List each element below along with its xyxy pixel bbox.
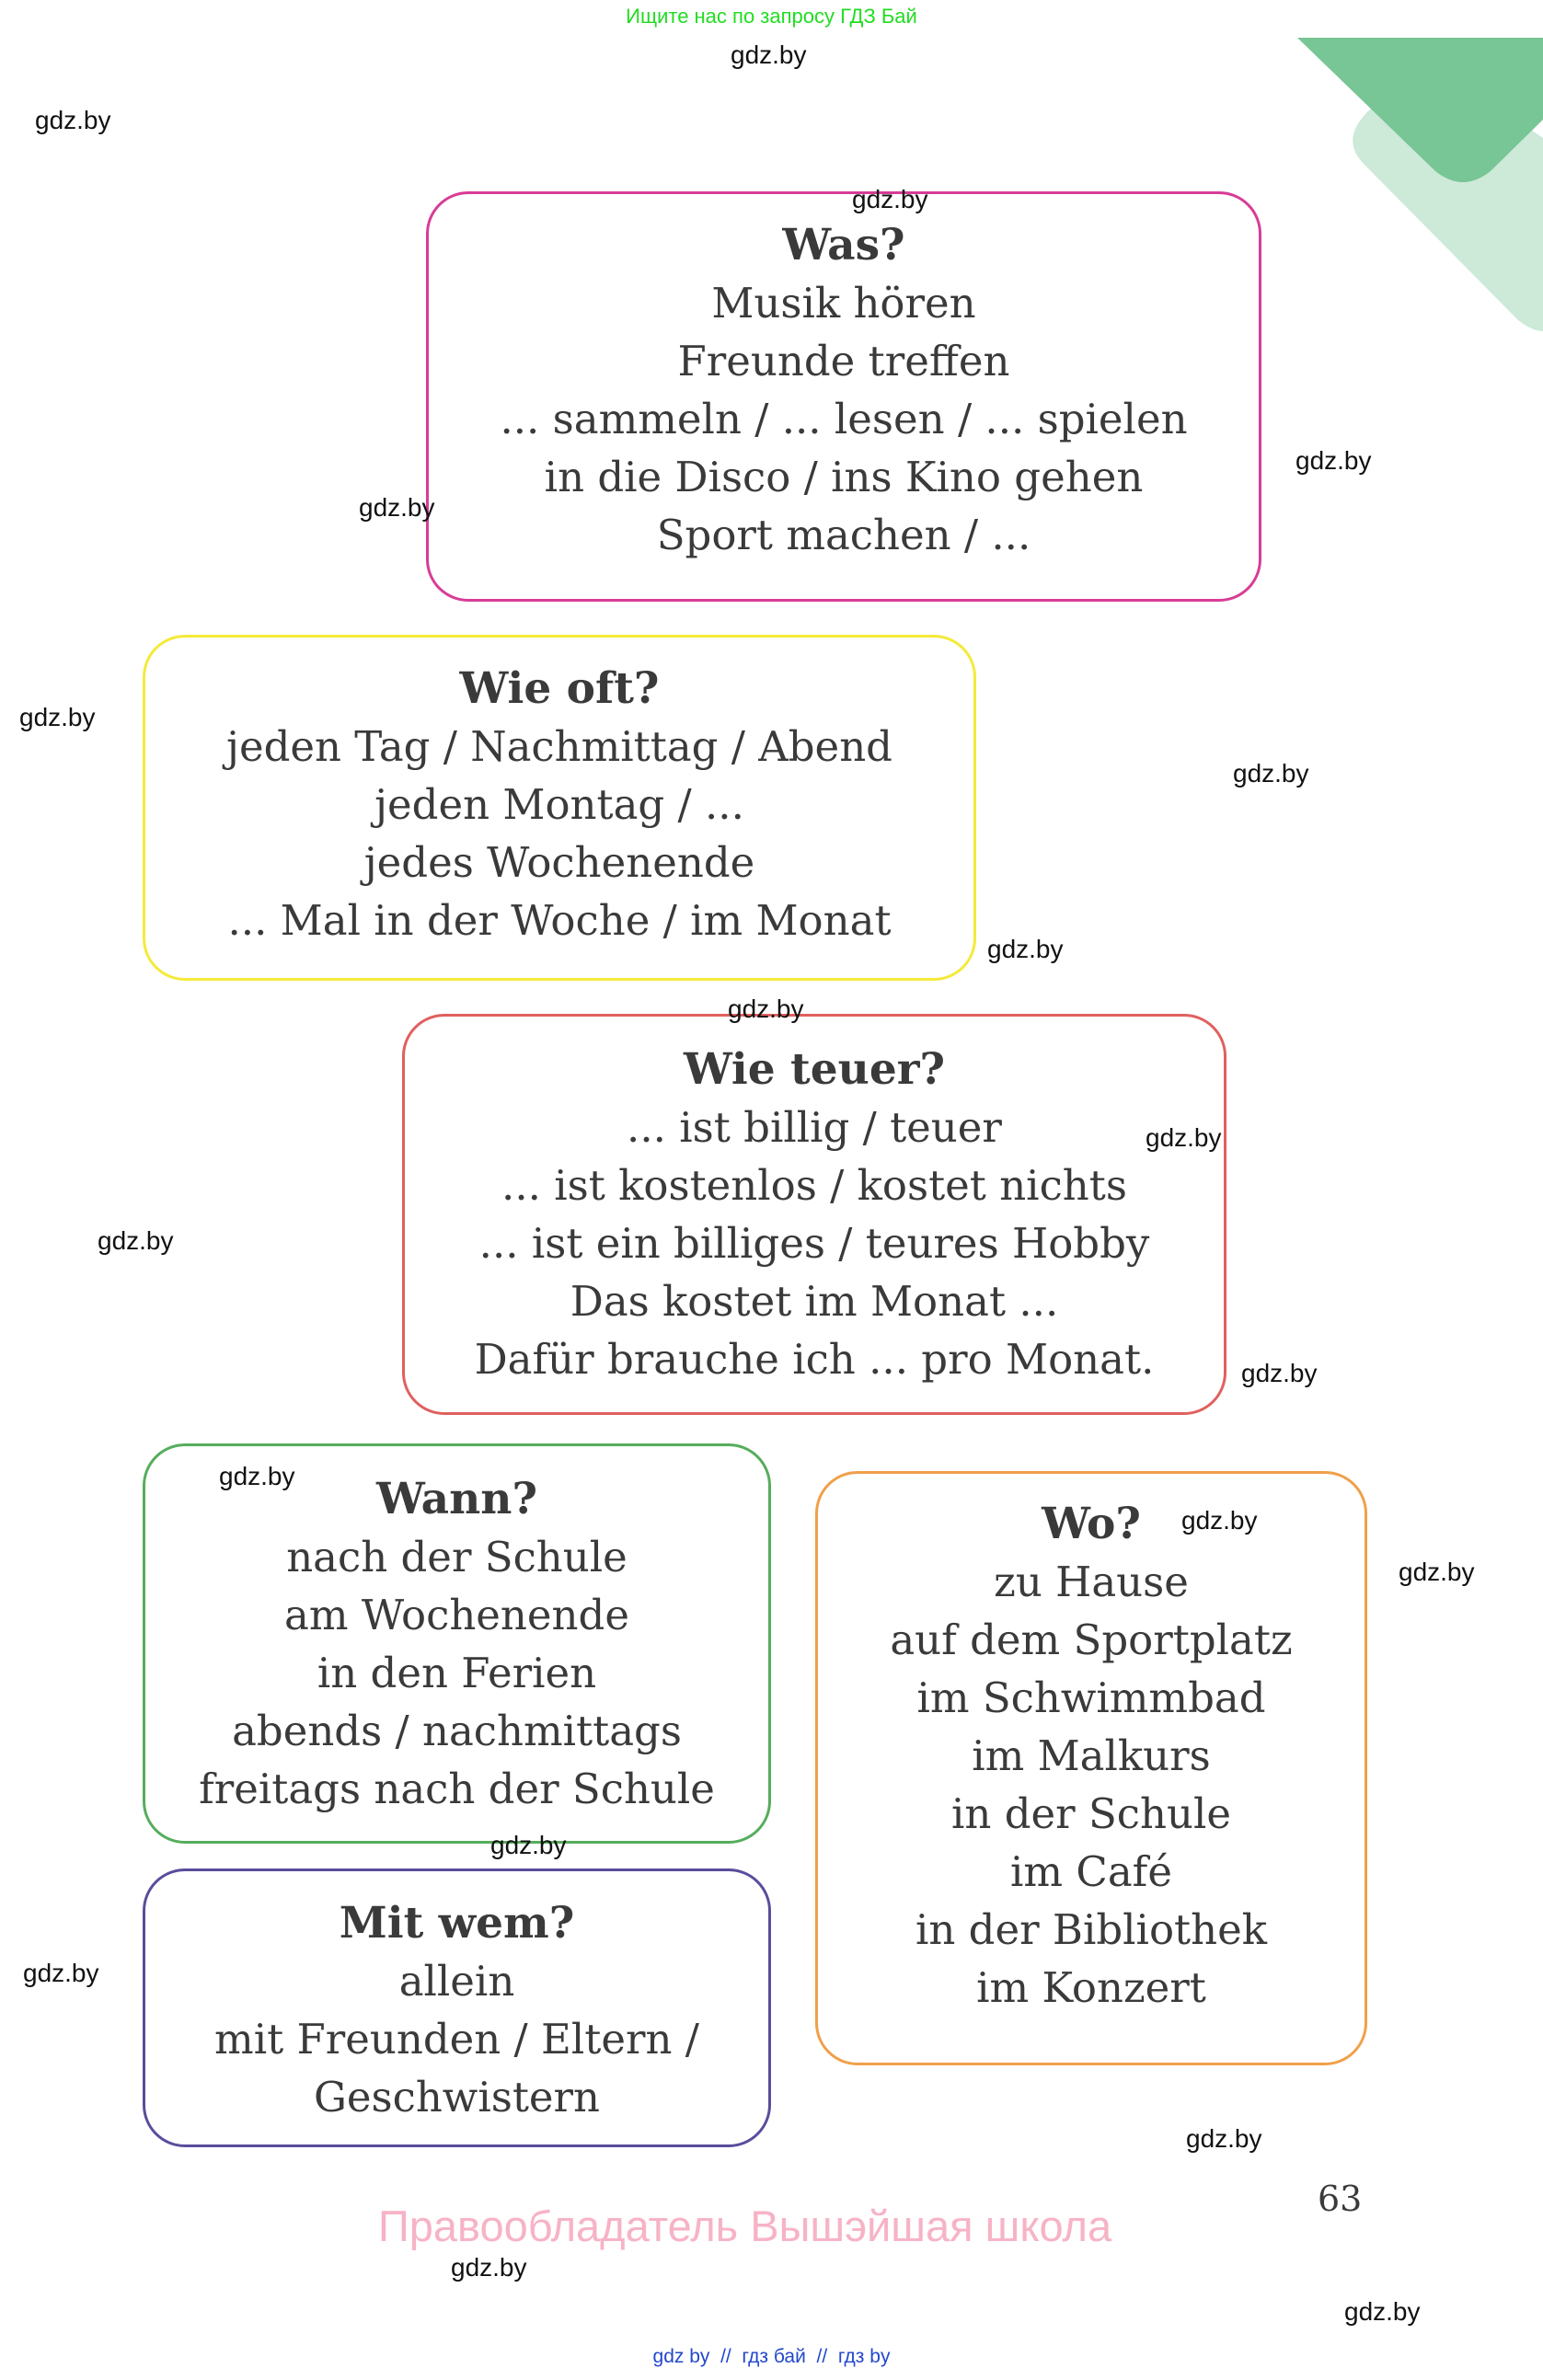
card-title: Mit wem?	[339, 1898, 575, 1949]
watermark: gdz.by	[1399, 1558, 1475, 1586]
watermark: gdz.by	[98, 1226, 174, 1255]
watermark: gdz.by	[19, 703, 96, 731]
card-title: Wo?	[1042, 1499, 1141, 1549]
light-green-shape	[1353, 64, 1543, 331]
card-wo: Wo? zu Hause auf dem Sportplatz im Schwi…	[815, 1471, 1367, 2065]
card-title: Wann?	[375, 1474, 538, 1524]
card-line: mit Freunden / Eltern /	[214, 2015, 699, 2064]
card-line: ... ist ein billiges / teures Hobby	[478, 1219, 1150, 1268]
watermark: gdz.by	[1344, 2297, 1421, 2326]
watermark: gdz.by	[451, 2253, 527, 2282]
link-gdz-by[interactable]: gdz by	[652, 2346, 710, 2367]
link-separator: //	[709, 2346, 743, 2367]
card-line: Freunde treffen	[677, 337, 1010, 385]
link-gdz-bai[interactable]: гдз бай	[742, 2346, 806, 2367]
card-line: in der Schule	[951, 1789, 1231, 1838]
card-was: Was? Musik hören Freunde treffen ... sam…	[426, 191, 1261, 602]
watermark: gdz.by	[1295, 446, 1372, 475]
card-title: Wie oft?	[459, 663, 660, 714]
card-line: zu Hause	[994, 1558, 1189, 1606]
card-line: am Wochenende	[284, 1591, 629, 1639]
watermark: gdz.by	[359, 493, 435, 522]
card-line: auf dem Sportplatz	[890, 1615, 1293, 1664]
card-line: ... ist billig / teuer	[627, 1103, 1002, 1152]
card-line: Das kostet im Monat ...	[570, 1277, 1059, 1326]
copyright-notice: Правообладатель Вышэйшая школа	[378, 2202, 1112, 2250]
card-line: in die Disco / ins Kino gehen	[544, 453, 1144, 501]
card-line: im Café	[1010, 1847, 1172, 1896]
card-mit-wem: Mit wem? allein mit Freunden / Eltern / …	[143, 1868, 771, 2147]
card-line: Geschwistern	[313, 2073, 601, 2121]
card-line: ... sammeln / ... lesen / ... spielen	[500, 395, 1188, 443]
card-wann: Wann? nach der Schule am Wochenende in d…	[143, 1443, 771, 1844]
bottom-links: gdz by // гдз бай // гдз by	[0, 2346, 1543, 2368]
card-wie-teuer: Wie teuer? ... ist billig / teuer ... is…	[402, 1014, 1226, 1415]
watermark: gdz.by	[852, 185, 928, 213]
card-line: allein	[398, 1957, 515, 2006]
card-line: Dafür brauche ich ... pro Monat.	[474, 1335, 1155, 1384]
watermark: gdz.by	[1146, 1123, 1222, 1152]
card-line: Musik hören	[711, 279, 976, 328]
watermark: gdz.by	[987, 935, 1064, 963]
watermark: gdz.by	[1186, 2124, 1262, 2153]
card-line: nach der Schule	[286, 1533, 628, 1581]
watermark: gdz.by	[23, 1959, 99, 1987]
card-line: ... Mal in der Woche / im Monat	[227, 896, 892, 945]
card-line: Sport machen / ...	[656, 511, 1031, 559]
dark-green-triangle	[1297, 38, 1543, 182]
card-title: Wie teuer?	[683, 1044, 946, 1095]
card-line: freitags nach der Schule	[199, 1765, 715, 1813]
card-line: im Schwimmbad	[916, 1673, 1266, 1722]
card-line: ... ist kostenlos / kostet nichts	[501, 1161, 1127, 1210]
link-gdz-by-mixed[interactable]: гдз by	[837, 2346, 891, 2367]
card-line: im Konzert	[976, 1963, 1206, 2012]
card-line: jeden Montag / ...	[374, 780, 744, 829]
page-number: 63	[1318, 2179, 1363, 2219]
watermark: gdz.by	[1181, 1506, 1258, 1535]
card-wie-oft: Wie oft? jeden Tag / Nachmittag / Abend …	[143, 635, 976, 981]
card-title: Was?	[782, 220, 905, 270]
card-line: jeden Tag / Nachmittag / Abend	[226, 722, 892, 771]
watermark: gdz.by	[219, 1462, 295, 1490]
card-line: abends / nachmittags	[232, 1707, 682, 1755]
watermark: gdz.by	[490, 1831, 567, 1859]
card-line: in der Bibliothek	[915, 1905, 1268, 1954]
watermark: gdz.by	[728, 995, 804, 1023]
watermark: gdz.by	[35, 106, 111, 134]
watermark: gdz.by	[1233, 759, 1309, 788]
search-hint: Ищите нас по запросу ГДЗ Бай	[626, 5, 917, 28]
card-line: in den Ferien	[317, 1649, 597, 1697]
card-line: im Malkurs	[972, 1731, 1211, 1780]
card-line: jedes Wochenende	[363, 838, 755, 887]
watermark: gdz.by	[731, 40, 807, 69]
watermark: gdz.by	[1241, 1359, 1318, 1387]
link-separator: //	[805, 2346, 838, 2367]
